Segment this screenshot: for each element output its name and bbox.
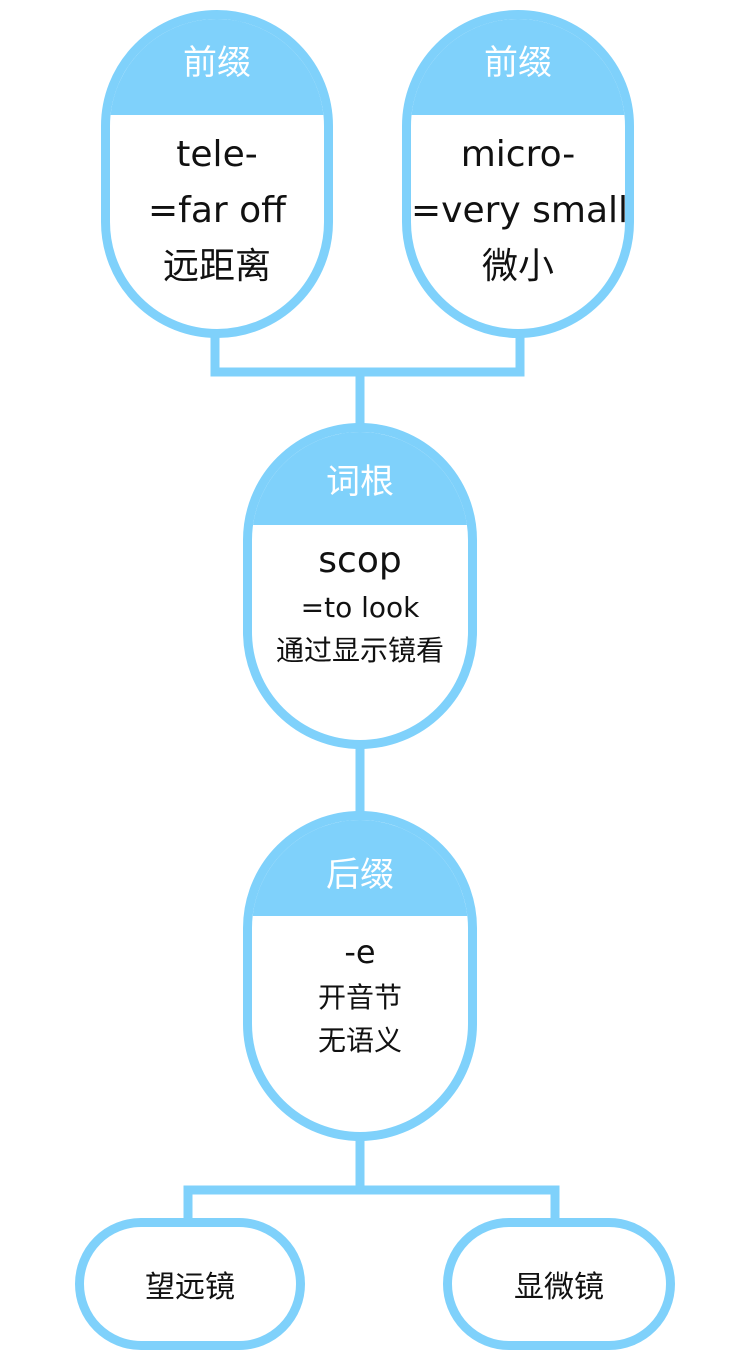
prefix-meaning-zh: 远距离 [162,246,271,287]
prefix-morpheme: micro- [460,134,576,175]
suffix-node-e: 后缀 -e 开音节 无语义 [243,811,477,1141]
prefix-header: 前缀 [411,19,625,115]
root-body: scop =to look 通过显示镜看 [252,536,468,672]
suffix-header: 后缀 [252,820,468,916]
prefix-header: 前缀 [110,19,324,115]
root-meaning-zh: 通过显示镜看 [275,634,444,667]
prefix-node-micro: 前缀 micro- =very small 微小 [402,10,634,338]
result-word-microscope: 显微镜 [443,1218,675,1350]
prefix-meaning-zh: 微小 [481,246,554,287]
suffix-note-1: 开音节 [317,981,402,1014]
suffix-note-2: 无语义 [317,1024,402,1057]
suffix-morpheme: -e [344,933,376,971]
root-header: 词根 [252,432,468,525]
prefix-body: micro- =very small 微小 [411,127,625,295]
prefix-body: tele- =far off 远距离 [110,127,324,295]
root-morpheme: scop [318,540,402,581]
prefix-morpheme: tele- [176,134,258,175]
prefix-meaning-en: =very small [411,190,629,231]
root-meaning-en: =to look [300,591,420,624]
suffix-body: -e 开音节 无语义 [252,928,468,1062]
result-word-telescope: 望远镜 [75,1218,305,1350]
root-node-scop: 词根 scop =to look 通过显示镜看 [243,423,477,749]
prefix-meaning-en: =far off [148,190,286,231]
prefix-node-tele: 前缀 tele- =far off 远距离 [101,10,333,338]
